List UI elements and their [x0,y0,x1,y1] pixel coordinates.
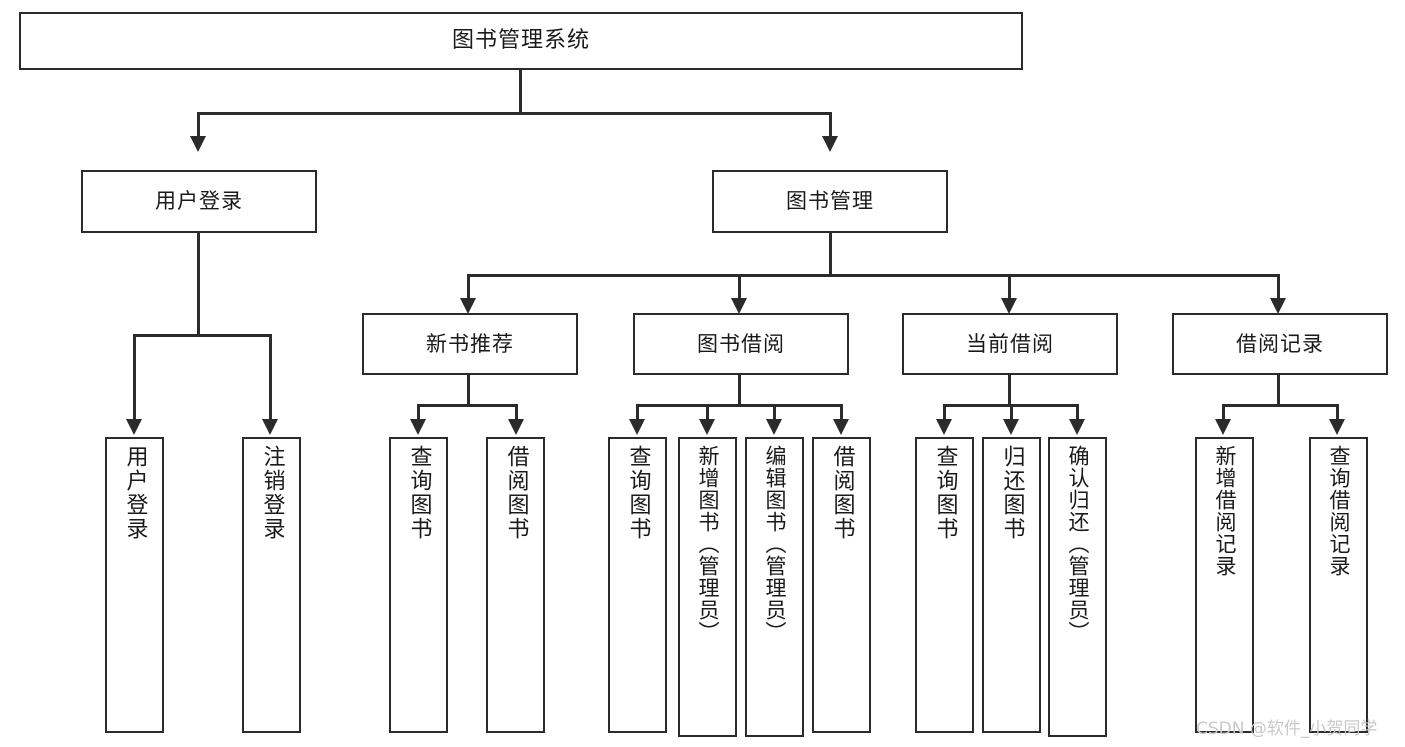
node-label: 图书管理 [786,189,874,214]
connector-current-borrow-branch-1 [943,404,946,421]
node-book-management[interactable]: 图书管理 [712,170,948,233]
leaf-current-borrow-query[interactable]: 查询图书 [915,437,974,733]
connector-borrow-record-branch-2 [1336,404,1339,421]
arrow-user-login-leaf-2 [262,419,278,435]
connector-level2-bus [467,274,1279,277]
connector-to-book-manage [829,112,832,138]
leaf-current-borrow-confirm-return[interactable]: 确认归还（管理员） [1048,437,1107,737]
connector-user-login-bus [133,334,272,337]
node-label: 查询借阅记录 [1327,445,1351,577]
node-label: 确认归还（管理员） [1066,445,1090,643]
arrow-new-book-leaf-2 [508,419,524,435]
leaf-borrow-record-query[interactable]: 查询借阅记录 [1309,437,1368,733]
connector-book-borrow-branch-4 [840,404,843,421]
leaf-new-book-borrow[interactable]: 借阅图书 [486,437,545,733]
node-label: 图书借阅 [697,331,785,356]
leaf-book-borrow-query[interactable]: 查询图书 [608,437,667,733]
node-label: 查询图书 [406,445,432,541]
arrow-to-book-borrow [731,298,747,314]
connector-borrow-record-bus [1222,404,1338,407]
watermark: CSDN @软件_小贺同学 [1196,719,1378,739]
connector-to-book-borrow [738,274,741,300]
connector-user-login-branch-1 [133,334,136,421]
node-label: 查询图书 [932,445,958,541]
leaf-user-login-login[interactable]: 用户登录 [105,437,164,733]
node-current-borrow[interactable]: 当前借阅 [902,313,1118,375]
connector-new-book-branch-2 [515,404,518,421]
arrow-user-login-leaf-1 [126,419,142,435]
arrow-borrow-record-leaf-2 [1329,419,1345,435]
node-label: 编辑图书（管理员） [763,445,787,643]
leaf-new-book-query[interactable]: 查询图书 [389,437,448,733]
connector-level1-bus [197,112,831,115]
connector-to-user-login [197,112,200,138]
node-label: 新增借阅记录 [1213,445,1237,577]
node-user-login[interactable]: 用户登录 [81,170,317,233]
connector-book-borrow-branch-2 [706,404,709,421]
connector-borrow-record-branch-1 [1222,404,1225,421]
node-label: 查询图书 [625,445,651,541]
arrow-current-borrow-leaf-3 [1069,419,1085,435]
arrow-to-current-borrow [1001,298,1017,314]
connector-to-current-borrow [1008,274,1011,300]
node-label: 归还图书 [999,445,1025,541]
connector-to-new-book [467,274,470,300]
connector-new-book-stem [467,375,470,406]
arrow-book-borrow-leaf-2 [699,419,715,435]
connector-book-borrow-stem [738,375,741,406]
arrow-to-borrow-record [1270,298,1286,314]
connector-book-borrow-branch-1 [636,404,639,421]
node-label: 当前借阅 [966,331,1054,356]
leaf-borrow-record-add[interactable]: 新增借阅记录 [1195,437,1254,733]
connector-book-borrow-branch-3 [773,404,776,421]
node-label: 新增图书（管理员） [696,445,720,643]
connector-current-borrow-branch-2 [1010,404,1013,421]
arrow-to-new-book [460,298,476,314]
node-label: 借阅图书 [829,445,855,541]
node-root-system[interactable]: 图书管理系统 [19,12,1023,70]
connector-root-stem [519,70,522,112]
leaf-current-borrow-return[interactable]: 归还图书 [982,437,1041,733]
node-label: 图书管理系统 [451,28,590,54]
arrow-book-borrow-leaf-1 [629,419,645,435]
connector-current-borrow-branch-3 [1076,404,1079,421]
connector-user-login-stem [197,233,200,336]
arrow-current-borrow-leaf-2 [1003,419,1019,435]
node-label: 借阅图书 [503,445,529,541]
node-book-borrow[interactable]: 图书借阅 [633,313,849,375]
connector-new-book-branch-1 [417,404,420,421]
node-label: 用户登录 [155,189,243,214]
connector-book-manage-stem [829,233,832,275]
node-borrow-record[interactable]: 借阅记录 [1172,313,1388,375]
arrow-borrow-record-leaf-1 [1215,419,1231,435]
leaf-book-borrow-borrow[interactable]: 借阅图书 [812,437,871,733]
node-label: 注销登录 [259,445,285,541]
connector-borrow-record-stem [1277,375,1280,406]
node-label: 借阅记录 [1236,331,1324,356]
connector-book-borrow-bus [636,404,842,407]
connector-to-borrow-record [1277,274,1280,300]
arrow-book-borrow-leaf-3 [766,419,782,435]
arrow-to-book-manage [822,136,838,152]
leaf-book-borrow-edit[interactable]: 编辑图书（管理员） [745,437,804,737]
node-label: 用户登录 [122,445,148,541]
node-label: 新书推荐 [426,331,514,356]
leaf-user-login-logout[interactable]: 注销登录 [242,437,301,733]
arrow-to-user-login [190,136,206,152]
arrow-new-book-leaf-1 [410,419,426,435]
arrow-current-borrow-leaf-1 [936,419,952,435]
connector-user-login-branch-2 [269,334,272,421]
node-new-book-recommend[interactable]: 新书推荐 [362,313,578,375]
connector-new-book-bus [417,404,518,407]
connector-current-borrow-stem [1008,375,1011,406]
leaf-book-borrow-add[interactable]: 新增图书（管理员） [678,437,737,737]
arrow-book-borrow-leaf-4 [833,419,849,435]
